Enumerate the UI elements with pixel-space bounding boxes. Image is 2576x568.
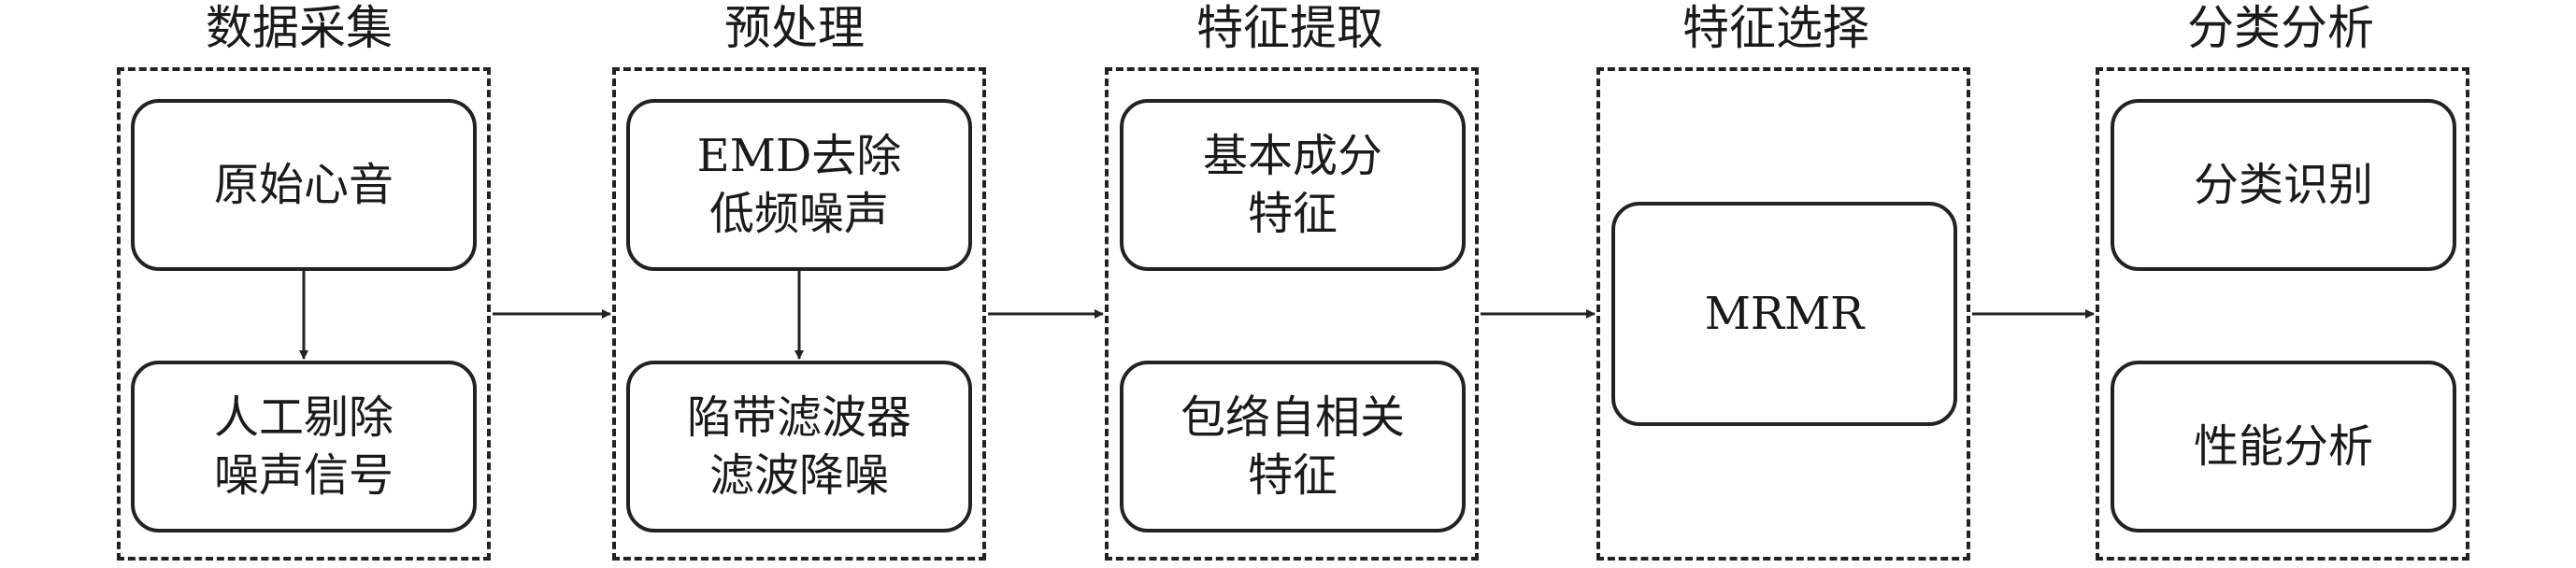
node-label-line2: 滤波降噪	[708, 449, 889, 502]
node-emd-denoise: EMD去除 低频噪声	[626, 99, 972, 271]
stage-frame-data-acquisition	[117, 67, 491, 561]
node-label-line1: 陷带滤波器	[686, 391, 911, 444]
node-label-line1: 人工剔除	[213, 391, 394, 444]
stage-frame-feature-extraction	[1105, 67, 1479, 561]
stage-title-feature-extraction: 特征提取	[1196, 1, 1383, 55]
node-label-line1: 包络自相关	[1180, 391, 1405, 444]
stage-frame-preprocessing	[612, 67, 986, 561]
node-performance-analysis: 性能分析	[2111, 361, 2456, 532]
node-label: 分类识别	[2193, 159, 2373, 211]
node-envelope-autocorrelation-features: 包络自相关 特征	[1120, 361, 1466, 532]
node-label-line2: 特征	[1247, 188, 1338, 240]
node-label-line1: 基本成分	[1202, 130, 1382, 182]
node-label: 原始心音	[213, 159, 394, 211]
stage-frame-classification	[2096, 67, 2469, 561]
node-manual-noise-removal: 人工剔除 噪声信号	[131, 361, 477, 532]
node-notch-filter: 陷带滤波器 滤波降噪	[626, 361, 972, 532]
node-label-line2: 低频噪声	[708, 188, 889, 240]
stage-title-classification: 分类分析	[2187, 1, 2374, 55]
node-label-line2: 噪声信号	[213, 449, 394, 502]
node-basic-component-features: 基本成分 特征	[1120, 99, 1466, 271]
stage-frame-feature-selection	[1596, 67, 1970, 561]
node-raw-heart-sound: 原始心音	[131, 99, 477, 271]
stage-title-data-acquisition: 数据采集	[206, 1, 393, 55]
node-label: 性能分析	[2193, 420, 2373, 473]
node-mrmr: MRMR	[1611, 202, 1957, 426]
stage-title-preprocessing: 预处理	[724, 1, 865, 55]
node-classification-recognition: 分类识别	[2111, 99, 2456, 271]
stage-title-feature-selection: 特征选择	[1682, 1, 1869, 55]
node-label-line1: EMD去除	[696, 130, 902, 182]
node-label: MRMR	[1704, 288, 1865, 340]
node-label-line2: 特征	[1247, 449, 1338, 502]
